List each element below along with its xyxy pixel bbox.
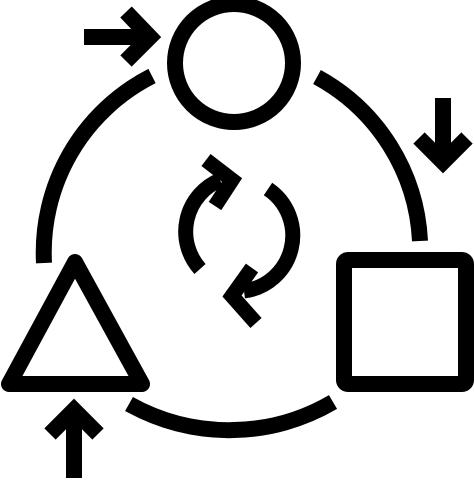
arrow-up-icon (44, 398, 104, 478)
cycle-arc-left-icon (35, 68, 156, 264)
arrow-down-icon (413, 98, 473, 174)
circle-node-icon (167, 0, 301, 130)
square-node-icon (336, 252, 474, 392)
refresh-arrows-icon (178, 154, 301, 328)
cycle-arc-right-icon (313, 69, 428, 242)
arrow-right-icon (84, 6, 162, 67)
cycle-arc-bottom-icon (125, 395, 338, 439)
triangle-node-icon (1, 254, 150, 392)
